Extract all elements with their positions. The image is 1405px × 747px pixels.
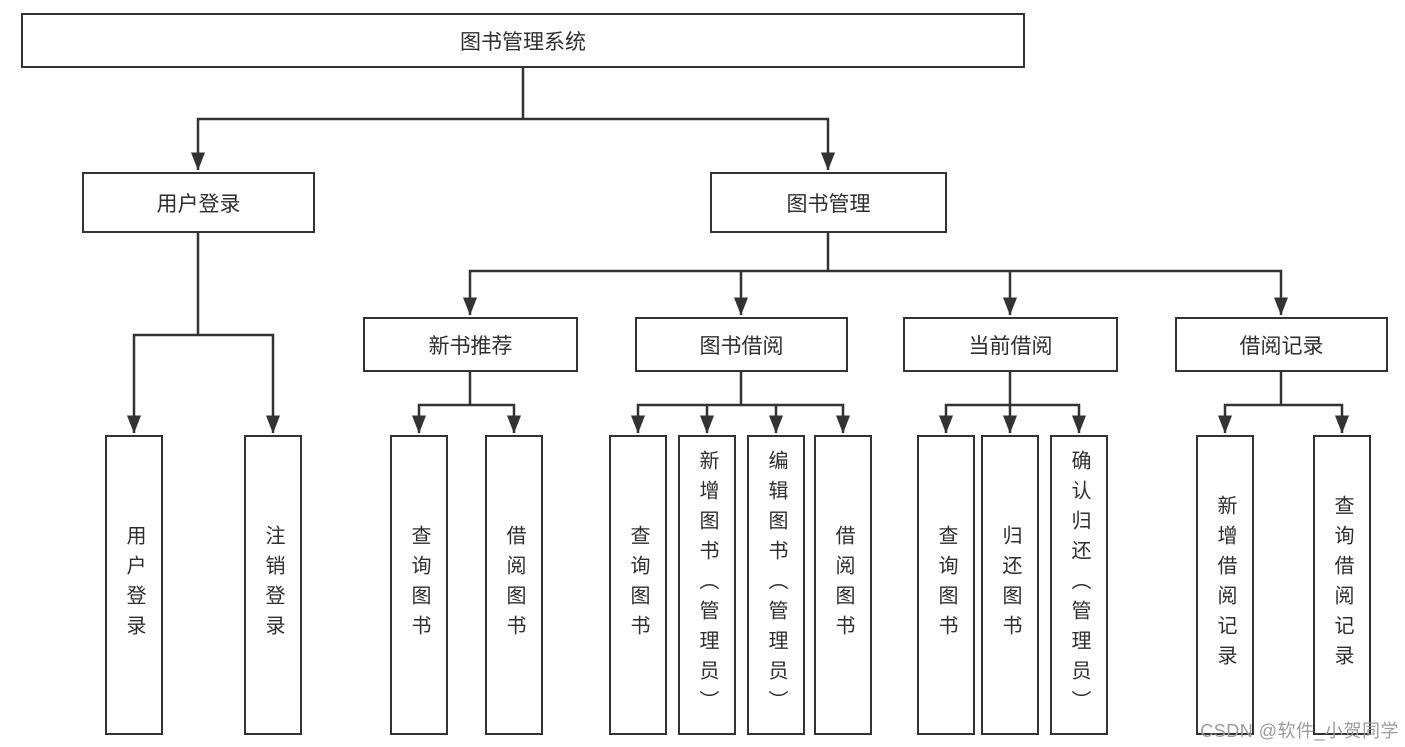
leaf-label: 确认归还（管理员） — [1068, 450, 1090, 720]
node-new-book-recommendation: 新书推荐 — [363, 317, 578, 372]
node-label: 当前借阅 — [968, 334, 1053, 358]
leaf-edit-books-admin: 编辑图书（管理员） — [747, 435, 805, 735]
node-current-borrowing: 当前借阅 — [903, 317, 1118, 372]
leaf-return-books: 归还图书 — [981, 435, 1039, 735]
node-label: 图书借阅 — [699, 334, 784, 358]
leaf-label: 归还图书 — [999, 525, 1021, 645]
leaf-label: 编辑图书（管理员） — [765, 450, 787, 720]
leaf-label: 借阅图书 — [503, 525, 525, 645]
node-label: 新书推荐 — [428, 334, 513, 358]
leaf-label: 注销登录 — [262, 525, 284, 645]
node-label: 借阅记录 — [1239, 334, 1324, 358]
leaf-label: 查询图书 — [408, 525, 430, 645]
leaf-query-books-recommend: 查询图书 — [390, 435, 448, 735]
leaf-query-books-current: 查询图书 — [917, 435, 975, 735]
node-library-management-system: 图书管理系统 — [21, 13, 1025, 68]
leaf-label: 新增图书（管理员） — [696, 450, 718, 720]
leaf-borrow-books: 借阅图书 — [814, 435, 872, 735]
node-book-management: 图书管理 — [710, 172, 947, 233]
leaf-label: 查询图书 — [935, 525, 957, 645]
leaf-logout: 注销登录 — [244, 435, 302, 735]
leaf-query-borrow-record: 查询借阅记录 — [1313, 435, 1371, 735]
leaf-label: 新增借阅记录 — [1214, 495, 1236, 675]
leaf-label: 查询借阅记录 — [1331, 495, 1353, 675]
leaf-add-books-admin: 新增图书（管理员） — [678, 435, 736, 735]
node-label: 图书管理系统 — [460, 30, 586, 54]
node-borrowing-records: 借阅记录 — [1175, 317, 1388, 372]
leaf-borrow-books-recommend: 借阅图书 — [485, 435, 543, 735]
leaf-add-borrow-record: 新增借阅记录 — [1196, 435, 1254, 735]
csdn-watermark: CSDN @软件_小贺同学 — [1200, 721, 1399, 741]
leaf-label: 借阅图书 — [832, 525, 854, 645]
leaf-label: 查询图书 — [627, 525, 649, 645]
node-label: 用户登录 — [156, 192, 241, 216]
node-user-login: 用户登录 — [82, 172, 315, 233]
node-label: 图书管理 — [786, 192, 871, 216]
leaf-label: 用户登录 — [123, 525, 145, 645]
node-book-borrowing: 图书借阅 — [635, 317, 848, 372]
leaf-user-login: 用户登录 — [105, 435, 163, 735]
tree-edges — [127, 68, 1349, 434]
leaf-confirm-return-admin: 确认归还（管理员） — [1050, 435, 1108, 735]
leaf-query-books-borrow: 查询图书 — [609, 435, 667, 735]
